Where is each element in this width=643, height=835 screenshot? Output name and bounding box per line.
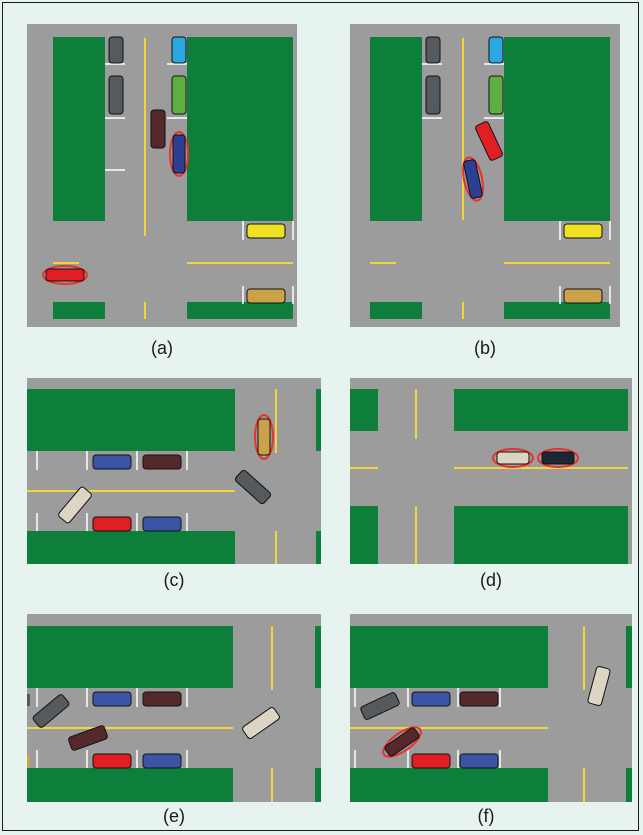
- car: [92, 691, 132, 707]
- highlighted-car: [254, 414, 274, 460]
- car: [150, 109, 166, 149]
- caption-a: (a): [151, 338, 173, 358]
- panel-d: [350, 378, 632, 564]
- caption-b: (b): [474, 338, 496, 358]
- car: [411, 753, 451, 769]
- car: [108, 75, 124, 115]
- car: [587, 666, 611, 706]
- panel-f-scene: [350, 614, 632, 802]
- car: [58, 486, 92, 524]
- car: [171, 75, 187, 115]
- panel-c: [27, 378, 321, 564]
- panel-b: [350, 24, 620, 327]
- car: [360, 692, 400, 720]
- car: [92, 516, 132, 532]
- car: [425, 75, 441, 115]
- car: [411, 691, 451, 707]
- car: [142, 516, 182, 532]
- highlighted-car: [42, 265, 88, 285]
- highlighted-car: [462, 156, 484, 202]
- car: [32, 694, 70, 728]
- car: [142, 454, 182, 470]
- car: [142, 691, 182, 707]
- panel-b-scene: [350, 24, 620, 327]
- car: [459, 753, 499, 769]
- car: [68, 725, 108, 751]
- panel-e-scene: [27, 614, 321, 802]
- caption-d: (d): [480, 570, 502, 590]
- caption-e: (e): [163, 806, 185, 826]
- caption-c: (c): [163, 570, 185, 590]
- car: [246, 223, 286, 239]
- highlighted-car: [492, 448, 534, 468]
- car: [563, 288, 603, 304]
- panel-d-scene: [350, 378, 632, 564]
- car: [92, 753, 132, 769]
- panel-e: [27, 614, 321, 802]
- panel-c-scene: [27, 378, 321, 564]
- car: [142, 753, 182, 769]
- car: [92, 454, 132, 470]
- highlighted-car: [169, 131, 189, 177]
- panel-f: [350, 614, 632, 802]
- car: [488, 36, 504, 64]
- caption-f: (f): [477, 806, 495, 826]
- highlighted-car: [537, 448, 579, 468]
- car: [488, 75, 504, 115]
- panel-a: [27, 24, 297, 327]
- car: [234, 469, 272, 505]
- car: [475, 121, 503, 161]
- car: [171, 36, 187, 64]
- car: [246, 288, 286, 304]
- car: [242, 707, 280, 739]
- highlighted-car: [382, 726, 422, 758]
- car: [459, 691, 499, 707]
- car: [425, 36, 441, 64]
- car: [108, 36, 124, 64]
- car: [563, 223, 603, 239]
- panel-a-scene: [27, 24, 297, 327]
